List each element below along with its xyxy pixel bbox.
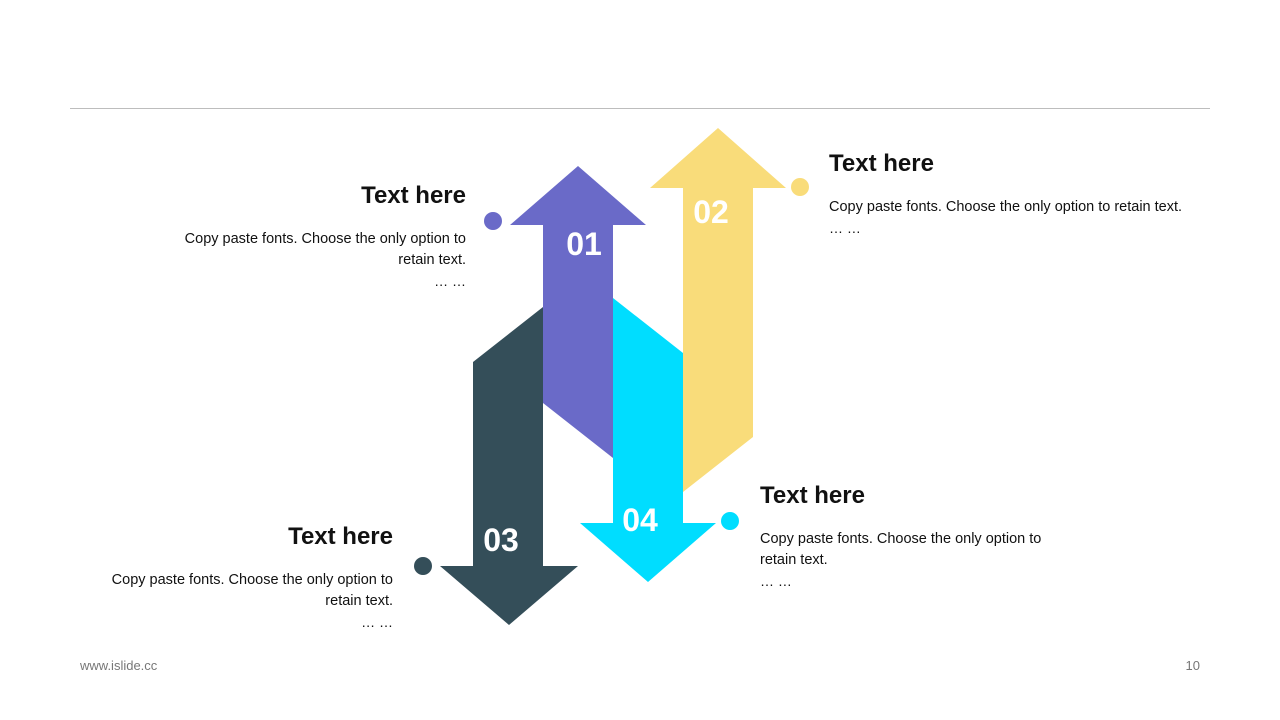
step-03-body: Copy paste fonts. Choose the only option… <box>111 572 393 609</box>
step-01-number: 01 <box>566 226 602 262</box>
step-01-body: Copy paste fonts. Choose the only option… <box>184 231 466 268</box>
arrow-04 <box>580 298 716 582</box>
step-03-dot <box>414 557 432 575</box>
step-04-number: 04 <box>622 502 658 538</box>
footer-website: www.islide.cc <box>80 658 158 673</box>
step-02-ellipsis: … … <box>829 220 861 236</box>
step-04-text-block: Text here Copy paste fonts. Choose the o… <box>760 482 1056 591</box>
arrow-03 <box>440 307 578 625</box>
step-02-title: Text here <box>829 150 934 177</box>
step-03-text-block: Text here Copy paste fonts. Choose the o… <box>97 523 393 632</box>
step-01-dot <box>484 212 502 230</box>
arrow-02 <box>650 128 786 492</box>
step-02-number: 02 <box>693 194 729 230</box>
step-02-dot <box>791 178 809 196</box>
step-03-ellipsis: … … <box>361 614 393 630</box>
step-04-dot <box>721 512 739 530</box>
page-number: 10 <box>1185 658 1200 673</box>
step-04-body: Copy paste fonts. Choose the only option… <box>760 531 1042 568</box>
step-01-title: Text here <box>361 182 466 209</box>
step-02-text-block: Text here Copy paste fonts. Choose the o… <box>829 150 1199 238</box>
arrow-01 <box>510 166 646 458</box>
step-01-text-block: Text here Copy paste fonts. Choose the o… <box>170 182 466 291</box>
step-03-title: Text here <box>288 523 393 550</box>
header-divider <box>70 108 1210 109</box>
step-02-body: Copy paste fonts. Choose the only option… <box>829 199 1183 215</box>
step-04-title: Text here <box>760 482 865 509</box>
step-01-ellipsis: … … <box>434 273 466 289</box>
step-03-number: 03 <box>483 522 519 558</box>
step-04-ellipsis: … … <box>760 573 792 589</box>
